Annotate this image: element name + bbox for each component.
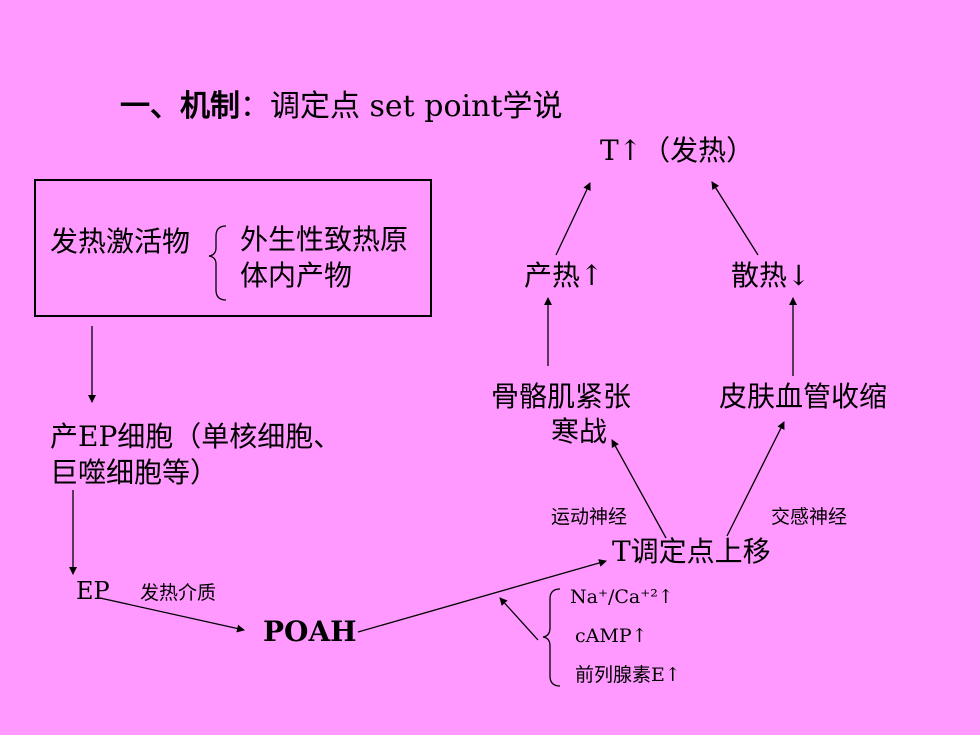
arrow-setpoint-to-shivering: [611, 439, 667, 539]
fever-mediator-label: 发热介质: [140, 582, 217, 604]
fever-result: T↑（发热）: [600, 134, 755, 167]
endogenous-products: 体内产物: [240, 259, 353, 292]
set-point-elevation: T调定点上移: [612, 535, 771, 568]
fever-activator-label: 发热激活物: [50, 225, 191, 258]
sympathetic-nerve-label: 交感神经: [771, 506, 848, 528]
title-mechanism: 一、机制: [120, 89, 240, 124]
factor-camp: cAMP↑: [575, 625, 648, 647]
page-title: 一、机制：调定点 set point学说: [120, 92, 563, 122]
macrophages: 巨噬细胞等）: [50, 456, 219, 489]
skin-vasoconstriction: 皮肤血管收缩: [719, 380, 888, 413]
motor-nerve-label: 运动神经: [551, 506, 628, 528]
activator-box: [34, 179, 432, 317]
arrow-production-to-fever: [555, 182, 591, 256]
ep-producing-cells: 产EP细胞（单核细胞、: [50, 420, 342, 453]
arrow-ep-to-poah: [99, 597, 245, 633]
arrow-poah-to-setpoint: [357, 559, 607, 633]
activator-brace: [208, 225, 227, 301]
heat-dissipation: 散热↓: [731, 259, 811, 292]
arrow-setpoint-to-skin: [726, 421, 785, 537]
title-colon: ：: [240, 89, 270, 124]
poah-label: POAH: [263, 615, 357, 648]
factor-pge: 前列腺素E↑: [575, 664, 681, 686]
skeletal-muscle-tension: 骨骼肌紧张: [491, 380, 632, 413]
exogenous-pyrogen: 外生性致热原: [240, 223, 409, 256]
arrow-factors-to-setpoint: [499, 597, 539, 641]
title-theory: 调定点 set point学说: [270, 89, 563, 124]
factor-na-ca: Na⁺/Ca⁺²↑: [570, 586, 674, 608]
heat-production: 产热↑: [524, 259, 604, 292]
arrow-dissipation-to-fever: [711, 181, 759, 256]
shivering: 寒战: [551, 415, 608, 448]
factors-brace: [542, 588, 561, 687]
